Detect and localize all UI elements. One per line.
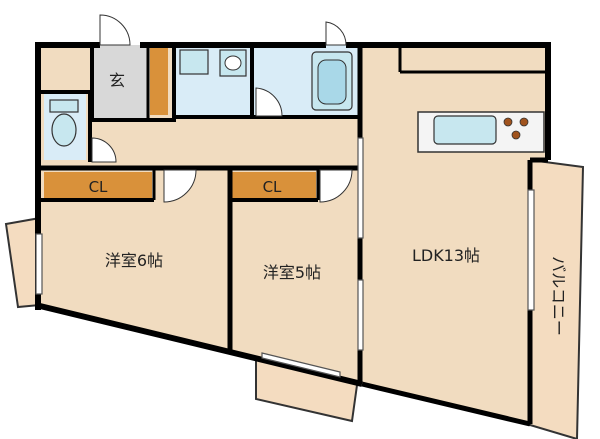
washbasin-icon — [219, 49, 247, 77]
door-swing-icon — [91, 14, 353, 203]
closet-label-room2: CL — [263, 178, 282, 196]
entrance-area — [94, 45, 148, 119]
closet-room2 — [232, 172, 316, 198]
stove-icon — [503, 117, 529, 140]
closet-room1 — [44, 172, 152, 198]
kitchen-sink-icon — [433, 115, 497, 145]
washing-machine-pan-icon — [179, 49, 209, 75]
room-label-ldk: LDK13帖 — [412, 246, 480, 265]
windows — [35, 137, 535, 378]
bathtub-icon — [311, 51, 353, 111]
closet-label-room1: CL — [89, 178, 108, 196]
room-label-western-6: 洋室6帖 — [105, 251, 163, 270]
balcony-label: バルコニー — [549, 256, 568, 336]
entrance-label: 玄 — [109, 71, 125, 90]
shoe-closet — [150, 47, 168, 115]
toilet-icon — [49, 99, 79, 147]
balcony-left — [4, 216, 41, 309]
room-label-western-5: 洋室5帖 — [263, 263, 321, 282]
